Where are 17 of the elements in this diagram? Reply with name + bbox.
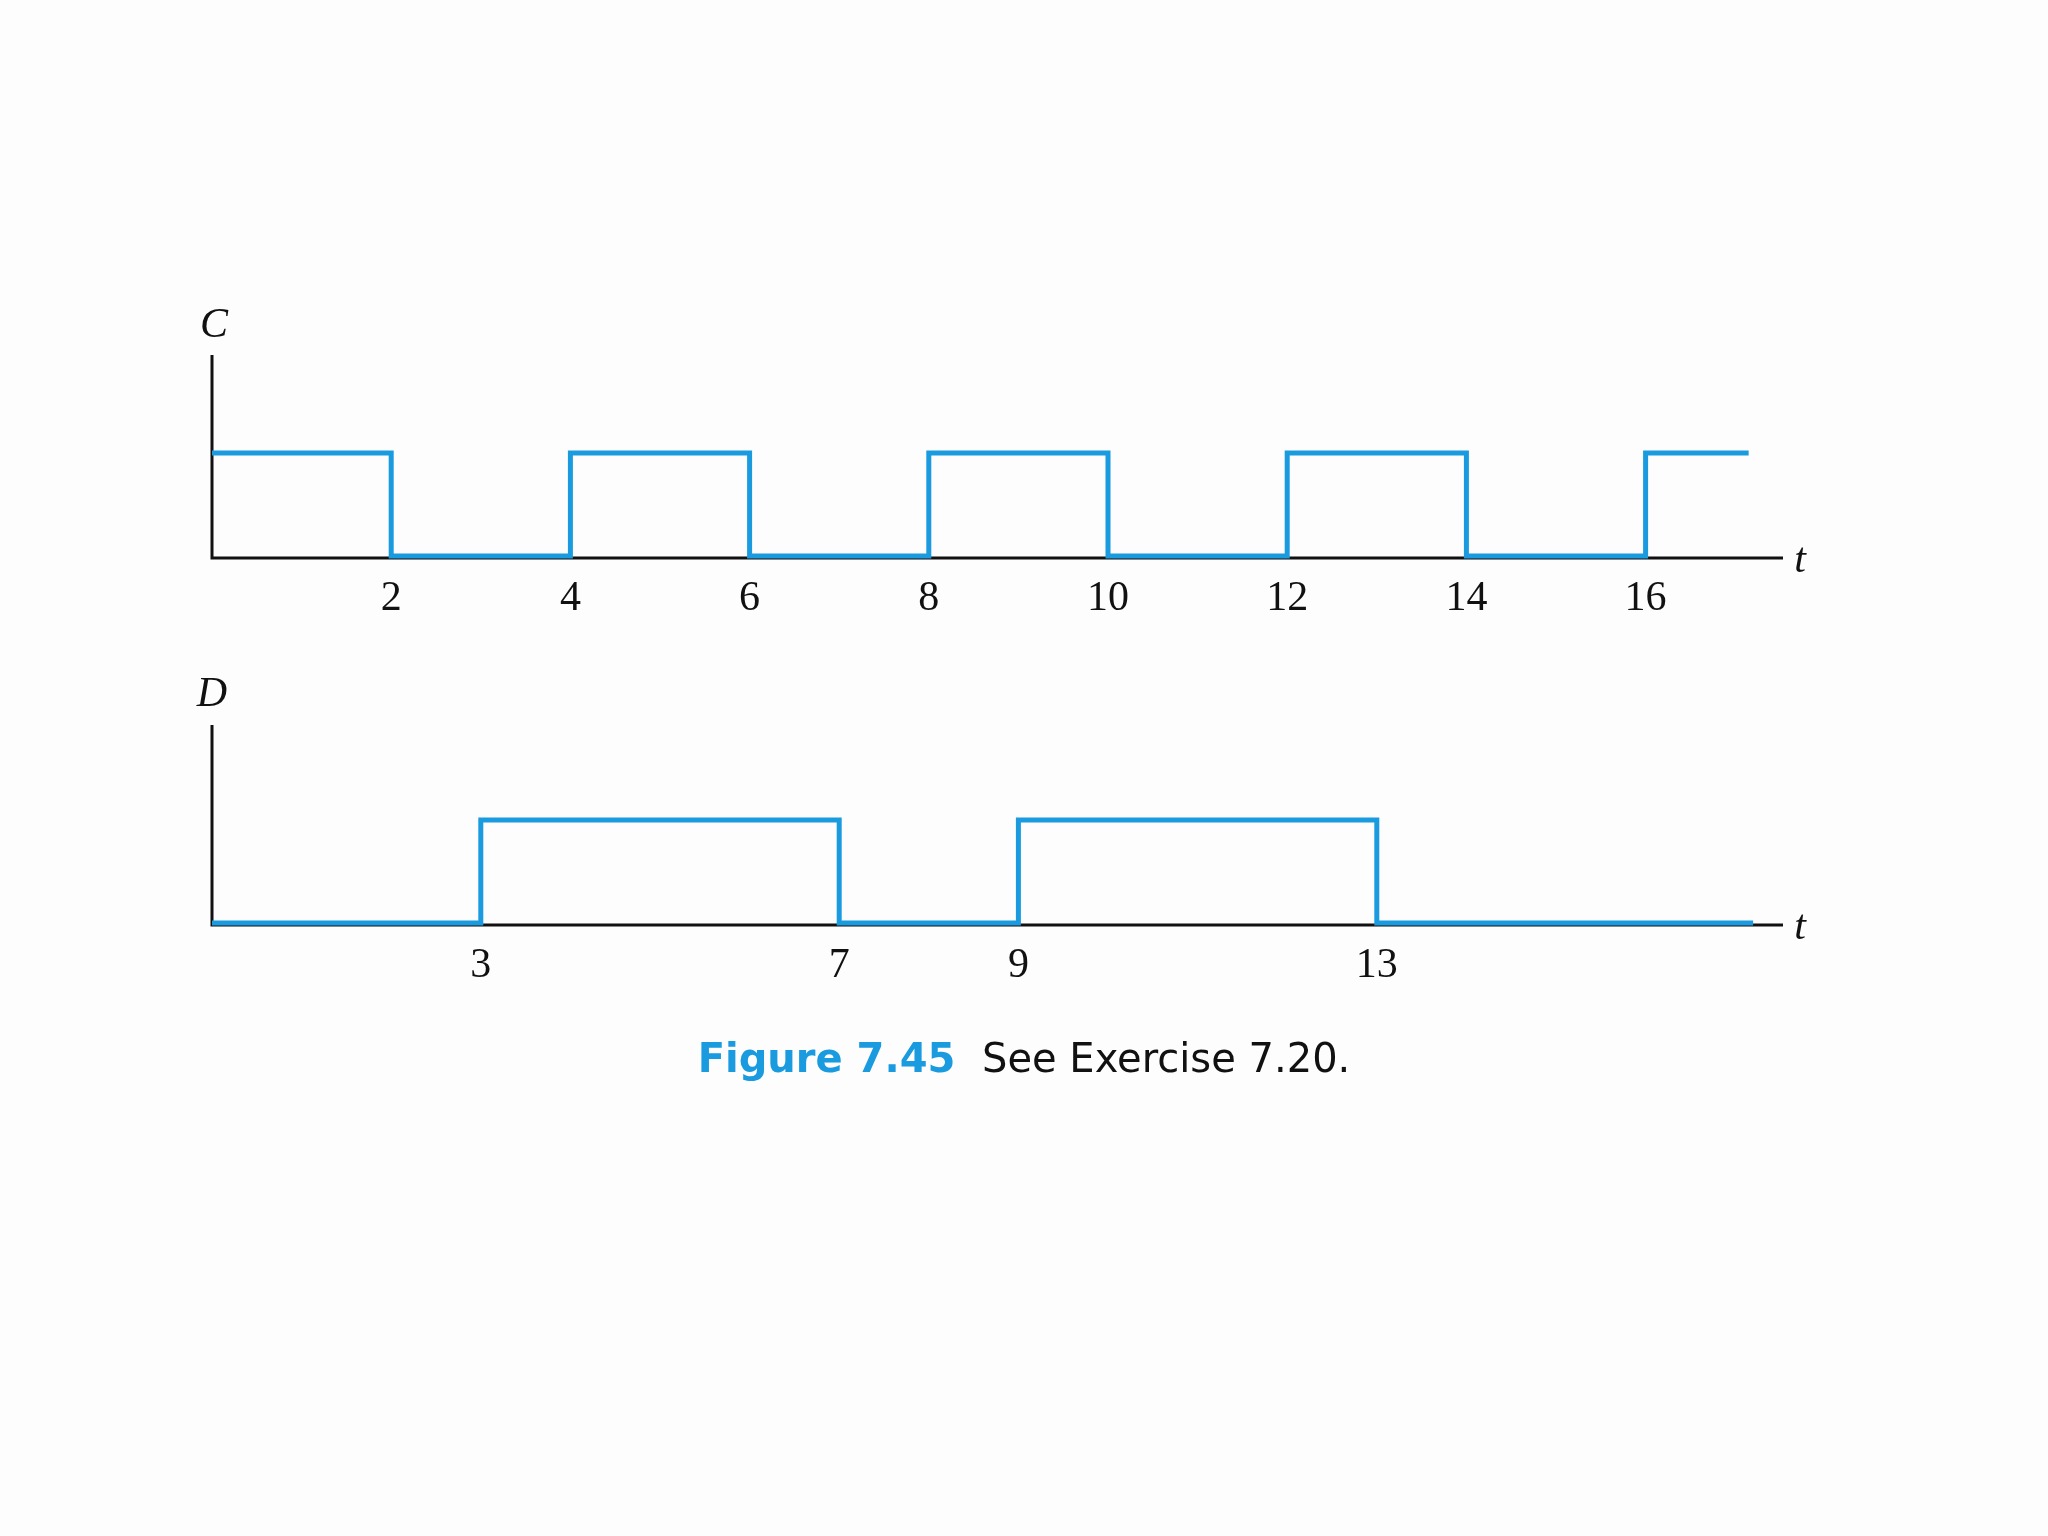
tick-label: 12 [1266, 575, 1309, 617]
axis-label: t [1794, 904, 1806, 946]
tick-label: 3 [470, 942, 492, 984]
tick-label: 7 [828, 942, 850, 984]
axis-label: t [1794, 537, 1806, 579]
tick-label: 14 [1445, 575, 1488, 617]
figure-caption: Figure 7.45 See Exercise 7.20. [696, 1035, 1352, 1081]
signal-name: D [196, 671, 228, 713]
tick-label: 8 [918, 575, 940, 617]
tick-label: 16 [1624, 575, 1667, 617]
tick-label: 4 [559, 575, 581, 617]
tick-label: 13 [1355, 942, 1398, 984]
tick-label: 9 [1007, 942, 1029, 984]
signal-name: C [200, 302, 228, 344]
tick-label: 10 [1087, 575, 1129, 617]
tick-label: 6 [739, 575, 761, 617]
tick-label: 2 [380, 575, 402, 617]
